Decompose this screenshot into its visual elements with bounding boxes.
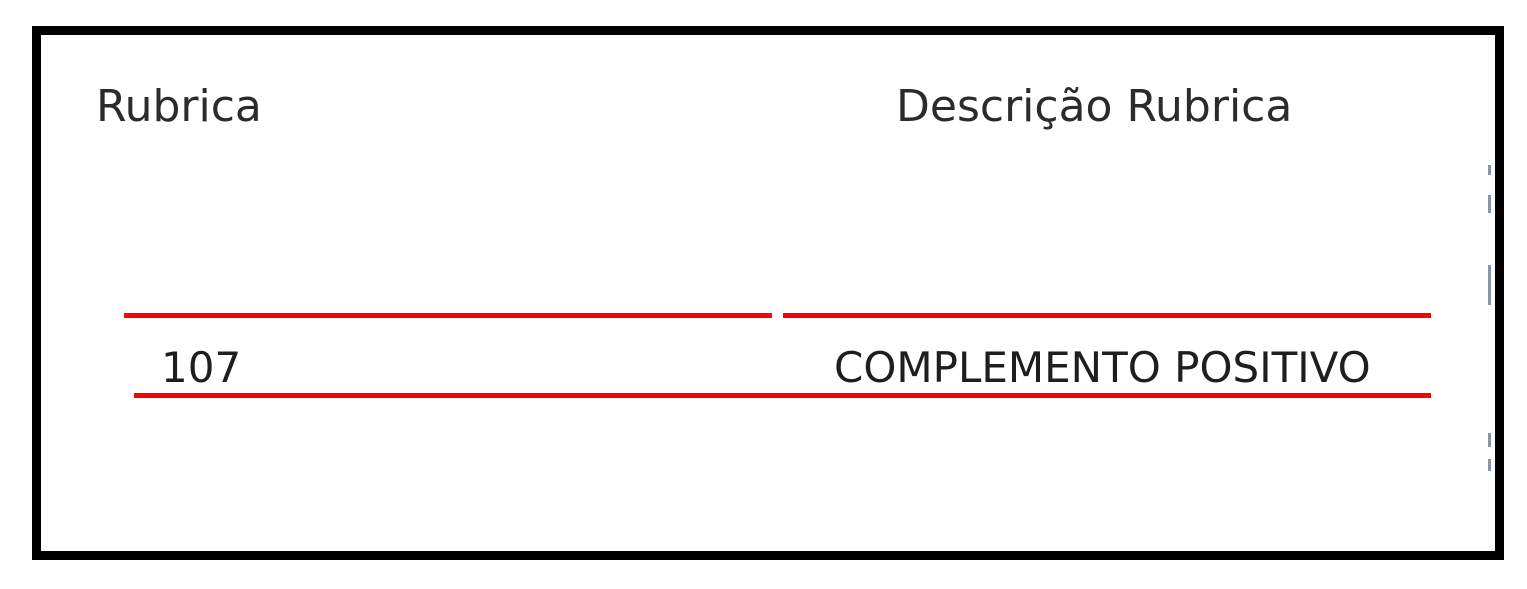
highlight-rule-top-right xyxy=(783,313,1431,318)
scan-edge-mark xyxy=(1488,195,1491,213)
scan-edge-mark xyxy=(1488,459,1491,471)
row-rubrica-code: 107 xyxy=(161,343,242,392)
highlight-rule-top-left xyxy=(124,313,772,318)
scan-edge-mark xyxy=(1488,433,1491,447)
column-header-descricao-rubrica: Descrição Rubrica xyxy=(896,81,1293,132)
row-rubrica-description: COMPLEMENTO POSITIVO xyxy=(834,343,1371,392)
scan-edge-mark xyxy=(1488,165,1491,175)
highlight-rule-bottom xyxy=(134,393,1431,398)
document-frame: Rubrica Descrição Rubrica 107 COMPLEMENT… xyxy=(32,26,1504,560)
scan-edge-mark xyxy=(1488,265,1491,305)
column-header-rubrica: Rubrica xyxy=(96,81,262,132)
